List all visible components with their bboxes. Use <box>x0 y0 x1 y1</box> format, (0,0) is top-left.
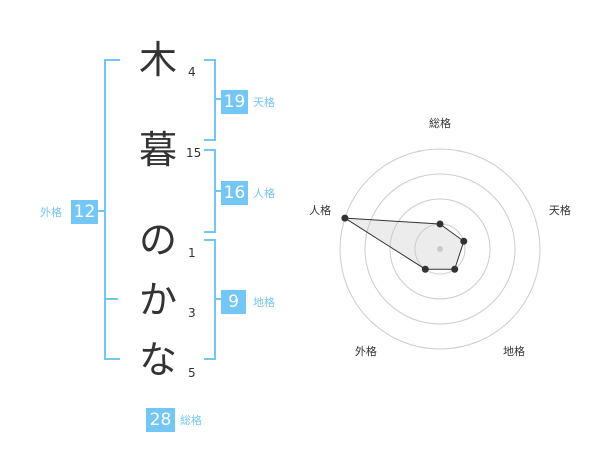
tenkaku-value: 19 <box>221 90 248 114</box>
radar-point <box>341 214 349 222</box>
chikaku-label: 地格 <box>253 296 275 309</box>
radar-ring <box>389 198 491 300</box>
radar-axis-label: 総格 <box>429 116 451 130</box>
tenkaku-label: 天格 <box>253 96 275 109</box>
name-char-1: 木 <box>138 38 177 82</box>
gaikaku-label: 外格 <box>40 206 62 219</box>
radar-grid <box>339 148 541 350</box>
stroke-count-5: 5 <box>188 366 196 380</box>
name-char-4: か <box>138 278 177 322</box>
radar-point <box>421 265 429 273</box>
gaikaku-bracket-tick <box>97 210 105 212</box>
radar-center-dot <box>437 246 443 252</box>
stroke-count-3: 1 <box>188 246 196 260</box>
radar-axis-label: 外格 <box>355 344 377 358</box>
radar-point <box>451 265 459 273</box>
soukaku-value: 28 <box>146 408 175 432</box>
radar-ring <box>364 173 516 325</box>
radar-axis-label: 地格 <box>503 344 525 358</box>
stroke-count-4: 3 <box>188 306 196 320</box>
stroke-count-1: 4 <box>188 65 196 79</box>
soukaku-label: 総格 <box>180 414 202 427</box>
tenkaku-bracket-tick <box>215 98 221 100</box>
radar-ring <box>339 148 541 350</box>
gaikaku-value: 12 <box>71 200 98 224</box>
gaikaku-bracket-divider <box>105 298 118 300</box>
radar-series-area <box>344 217 465 270</box>
radar-axis-label: 天格 <box>549 203 571 217</box>
gaikaku-bracket <box>104 59 120 360</box>
name-char-5: な <box>138 338 177 382</box>
name-char-3: の <box>138 218 177 262</box>
name-char-2: 暮 <box>138 128 177 172</box>
radar-point <box>436 220 444 228</box>
jinkaku-bracket-tick <box>215 190 221 192</box>
jinkaku-label: 人格 <box>253 187 275 200</box>
stroke-count-2: 15 <box>186 146 202 160</box>
chikaku-value: 9 <box>221 290 246 314</box>
tenkaku-bracket <box>204 59 216 141</box>
jinkaku-value: 16 <box>221 181 248 205</box>
radar-series <box>341 214 468 273</box>
radar-point <box>460 237 468 245</box>
radar-axis-label: 人格 <box>309 203 331 217</box>
chikaku-bracket-tick <box>215 298 221 300</box>
